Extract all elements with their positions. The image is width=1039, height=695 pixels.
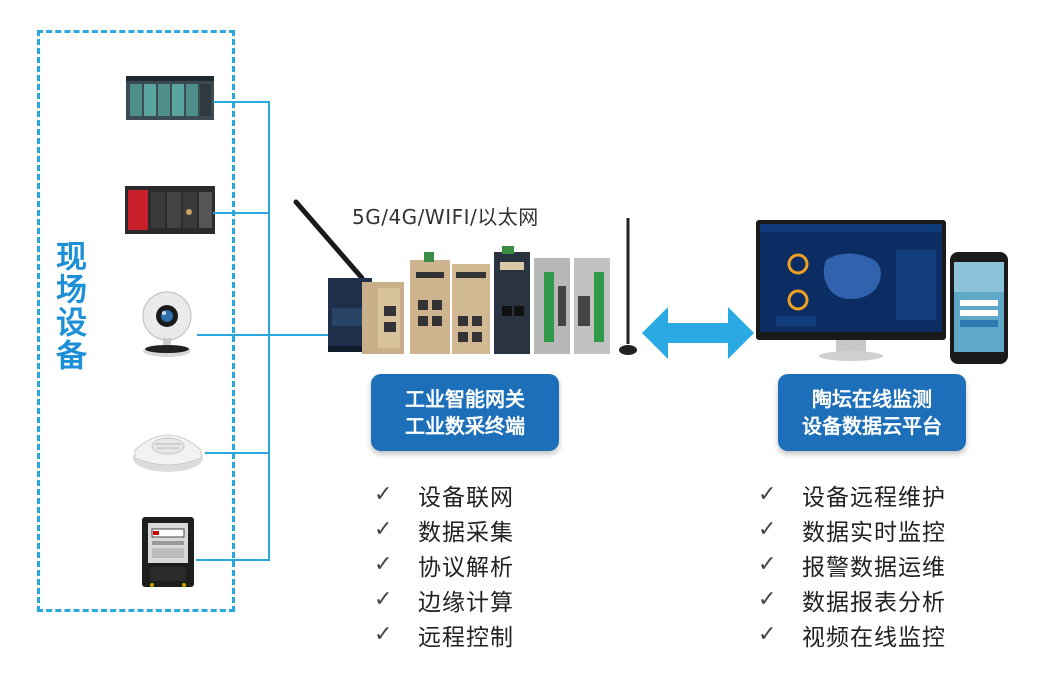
gateway-title-line-2: 工业数采终端: [405, 413, 525, 438]
gateway-title-box: 工业智能网关 工业数采终端: [371, 374, 559, 451]
list-item: ✓ 协议解析: [374, 547, 514, 582]
camera-device: [137, 288, 197, 360]
feature-text: 边缘计算: [418, 589, 514, 616]
checkmark-icon: ✓: [374, 552, 394, 577]
plc-controller-icon: [125, 186, 215, 234]
list-item: ✓ 设备远程维护: [758, 477, 946, 512]
checkmark-icon: ✓: [374, 622, 394, 647]
bidirectional-arrow: [642, 305, 754, 361]
checkmark-icon: ✓: [758, 587, 778, 612]
feature-text: 远程控制: [418, 624, 514, 651]
plc-controller-device: [125, 182, 215, 238]
platform-title-line-1: 陶坛在线监测: [812, 386, 932, 411]
electricity-meter-icon: [142, 517, 194, 587]
list-item: ✓ 设备联网: [374, 477, 514, 512]
bus-line: [268, 101, 270, 561]
gateway-link-line: [268, 334, 330, 336]
feature-text: 设备联网: [418, 484, 514, 511]
list-item: ✓ 数据报表分析: [758, 582, 946, 617]
plc-module-device: [126, 76, 214, 124]
connector-line-2: [213, 212, 270, 214]
plc-module-icon: [126, 76, 214, 120]
list-item: ✓ 数据实时监控: [758, 512, 946, 547]
platform-feature-list: ✓ 设备远程维护 ✓ 数据实时监控 ✓ 报警数据运维 ✓ 数据报表分析 ✓ 视频在线监控: [758, 477, 946, 652]
smoke-detector-device: [131, 420, 205, 478]
feature-text: 数据报表分析: [802, 589, 946, 616]
list-item: ✓ 报警数据运维: [758, 547, 946, 582]
checkmark-icon: ✓: [758, 517, 778, 542]
checkmark-icon: ✓: [374, 587, 394, 612]
list-item: ✓ 边缘计算: [374, 582, 514, 617]
checkmark-icon: ✓: [758, 622, 778, 647]
connector-line-3: [197, 334, 270, 336]
connector-line-1: [213, 101, 270, 103]
connector-line-5: [196, 559, 270, 561]
platform-title-box: 陶坛在线监测 设备数据云平台: [778, 374, 966, 451]
feature-text: 协议解析: [418, 554, 514, 581]
platform-title-line-2: 设备数据云平台: [802, 413, 942, 438]
feature-text: 设备远程维护: [802, 484, 946, 511]
network-label: 5G/4G/WIFI/以太网: [352, 205, 539, 229]
camera-icon: [142, 291, 192, 357]
gateway-devices-icon: [293, 199, 637, 355]
field-devices-frame: [37, 30, 235, 612]
feature-text: 视频在线监控: [802, 624, 946, 651]
list-item: ✓ 视频在线监控: [758, 617, 946, 652]
feature-text: 数据实时监控: [802, 519, 946, 546]
field-devices-label: 现场设备: [50, 240, 86, 372]
double-arrow-icon: [642, 307, 754, 359]
feature-text: 数据采集: [418, 519, 514, 546]
checkmark-icon: ✓: [758, 482, 778, 507]
list-item: ✓ 数据采集: [374, 512, 514, 547]
phone-icon: [950, 252, 1008, 364]
checkmark-icon: ✓: [374, 517, 394, 542]
list-item: ✓ 远程控制: [374, 617, 514, 652]
feature-text: 报警数据运维: [802, 554, 946, 581]
smoke-detector-icon: [133, 434, 203, 472]
phone-device: [950, 252, 1008, 364]
monitor-device: [756, 220, 946, 362]
gateway-devices-image: [290, 196, 640, 366]
checkmark-icon: ✓: [758, 552, 778, 577]
monitor-icon: [756, 220, 946, 361]
connector-line-4: [205, 452, 270, 454]
gateway-feature-list: ✓ 设备联网 ✓ 数据采集 ✓ 协议解析 ✓ 边缘计算 ✓ 远程控制: [374, 477, 514, 652]
checkmark-icon: ✓: [374, 482, 394, 507]
gateway-title-line-1: 工业智能网关: [405, 386, 525, 411]
electricity-meter-device: [140, 515, 196, 589]
